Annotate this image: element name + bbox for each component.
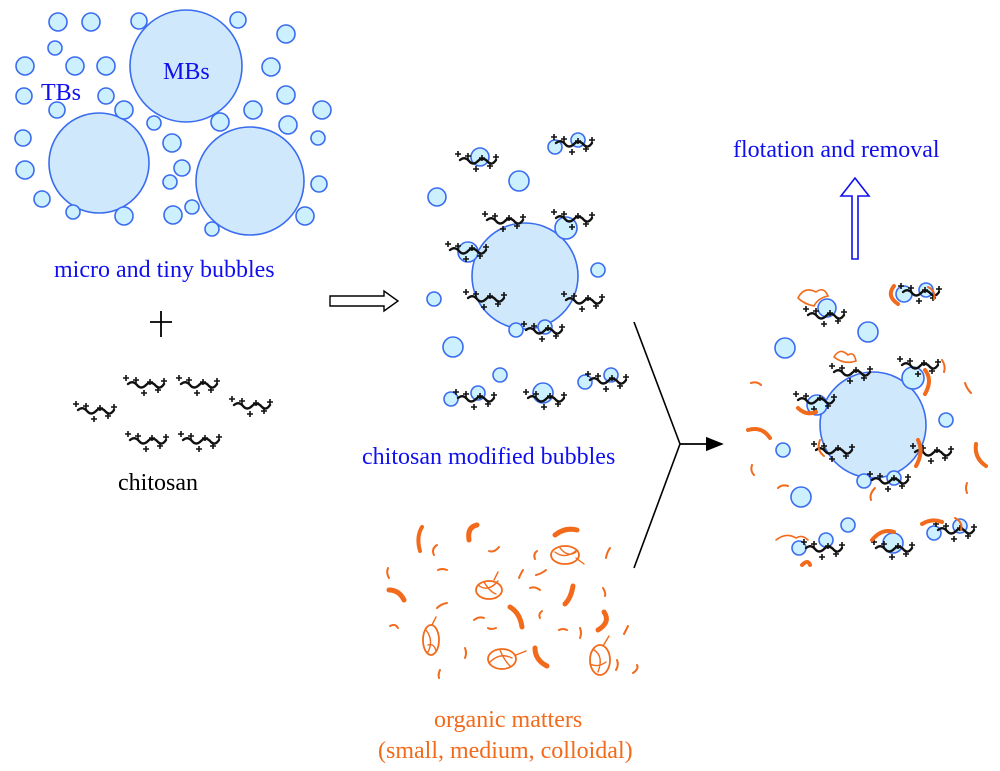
flocs-group bbox=[746, 281, 988, 567]
tiny-bubbles bbox=[14, 11, 332, 237]
tiny-bubbles bbox=[426, 132, 619, 407]
organic-matters-group: organic matters (small, medium, colloida… bbox=[378, 522, 639, 764]
converging-arrow-icon bbox=[633, 321, 724, 569]
organic-matters-types-label: (small, medium, colloidal) bbox=[378, 738, 633, 764]
flotation-removal-label: flotation and removal bbox=[733, 137, 940, 163]
chitosan-molecule bbox=[123, 429, 171, 454]
chitosan-label: chitosan bbox=[118, 470, 198, 496]
chitosan-group: chitosan bbox=[71, 373, 275, 496]
plus-icon bbox=[150, 311, 172, 337]
hollow-arrow-right-icon bbox=[329, 289, 400, 313]
micro-bubble bbox=[129, 9, 243, 123]
chitosan-molecule bbox=[121, 373, 169, 398]
tbs-label: TBs bbox=[41, 80, 81, 106]
micro-tiny-bubbles-group: MBs TBs micro and tiny bubbles bbox=[14, 9, 332, 283]
chitosan-molecule bbox=[227, 394, 275, 419]
mbs-label: MBs bbox=[163, 59, 210, 85]
chitosan-molecule bbox=[176, 429, 224, 454]
free-organic-fragments bbox=[746, 359, 988, 494]
chitosan-molecule bbox=[174, 373, 222, 398]
micro-bubble bbox=[195, 126, 305, 236]
organic-matter-clumps bbox=[422, 545, 611, 676]
organic-matters-label: organic matters bbox=[434, 707, 582, 733]
micro-tiny-bubbles-label: micro and tiny bubbles bbox=[54, 257, 275, 283]
chitosan-molecule bbox=[71, 399, 119, 424]
hollow-arrow-up-icon bbox=[839, 176, 871, 260]
micro-bubble bbox=[48, 112, 150, 214]
attached-organic-matter bbox=[775, 284, 963, 567]
chitosan-modified-bubbles-label: chitosan modified bubbles bbox=[362, 444, 615, 470]
organic-matter-fragments bbox=[386, 522, 639, 679]
chitosan-modified-bubbles-group: chitosan modified bubbles bbox=[362, 132, 631, 470]
